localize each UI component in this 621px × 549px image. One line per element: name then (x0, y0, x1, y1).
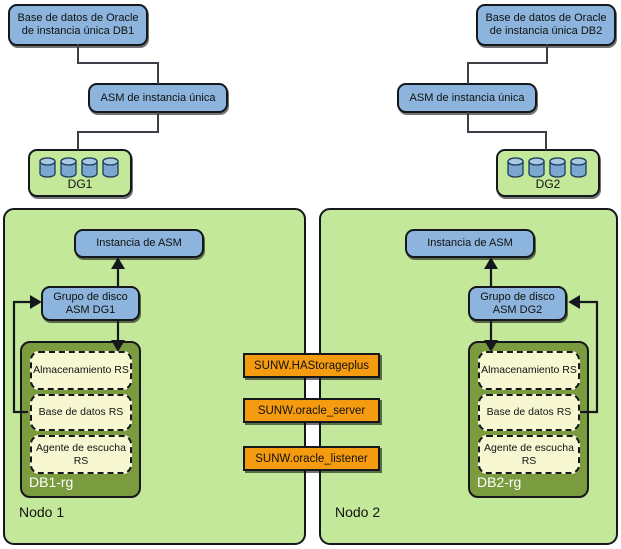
asm-disk-group-dg1-node1-box[interactable]: Grupo de disco ASM DG1 (41, 286, 140, 321)
disk-group-dg1-box[interactable]: DG1 (28, 149, 132, 197)
disk-icon (81, 157, 98, 178)
listener-resource-node2-label: Agente de escucha RS (484, 442, 574, 467)
disk-icon (507, 157, 524, 178)
resource-group-db2-rg-label: DB2-rg (477, 474, 522, 490)
disk-icon (60, 157, 77, 178)
single-instance-asm-db2-label: ASM de instancia única (409, 91, 525, 104)
single-instance-oracle-database-db2-box[interactable]: Base de datos de Oracle de instancia úni… (476, 4, 616, 46)
connector-db1-to-asm-vertical-b (157, 62, 159, 84)
resource-type-oracle-listener-label: SUNW.oracle_listener (255, 452, 368, 465)
disk-icon (570, 157, 587, 178)
database-resource-node2-label: Base de datos RS (486, 406, 572, 419)
node-2-label: Nodo 2 (335, 504, 381, 520)
node-1-label: Nodo 1 (19, 504, 65, 520)
disk-icon (39, 157, 56, 178)
asm-disk-group-dg2-node2-box[interactable]: Grupo de disco ASM DG2 (468, 286, 567, 321)
disk-group-dg2-label: DG2 (535, 177, 561, 191)
asm-instance-node2-box[interactable]: Instancia de ASM (405, 229, 535, 258)
connector-db2-to-asm-horizontal (467, 62, 548, 64)
disk-icon (549, 157, 566, 178)
database-resource-node2[interactable]: Base de datos RS (478, 394, 580, 431)
connector-asm1-to-dg1-vertical-a (157, 112, 159, 132)
resource-type-oracle-server[interactable]: SUNW.oracle_server (243, 398, 380, 423)
single-instance-asm-db1-box[interactable]: ASM de instancia única (88, 83, 228, 113)
resource-type-oracle-server-label: SUNW.oracle_server (257, 404, 366, 417)
connector-db2-to-asm-vertical-b (467, 62, 469, 84)
disk-icon (102, 157, 119, 178)
single-instance-asm-db1-label: ASM de instancia única (100, 91, 216, 104)
asm-instance-node2-label: Instancia de ASM (427, 237, 513, 250)
single-instance-asm-db2-box[interactable]: ASM de instancia única (397, 83, 537, 113)
connector-db2-to-asm-vertical-a (546, 44, 548, 63)
resource-type-hastorageplus-label: SUNW.HAStorageplus (253, 359, 370, 372)
database-resource-node1-label: Base de datos RS (38, 406, 124, 419)
listener-resource-node1[interactable]: Agente de escucha RS (30, 435, 132, 474)
single-instance-oracle-database-db2-label: Base de datos de Oracle de instancia úni… (485, 12, 607, 37)
connector-asm2-to-dg2-vertical-a (467, 112, 469, 132)
asm-disk-group-dg1-node1-label: Grupo de disco ASM DG1 (53, 290, 128, 316)
single-instance-oracle-database-db1-box[interactable]: Base de datos de Oracle de instancia úni… (8, 4, 148, 46)
connector-db1-to-asm-vertical-a (77, 44, 79, 63)
storage-resource-node2[interactable]: Almacenamiento RS (478, 351, 580, 390)
asm-disk-group-dg2-node2-label: Grupo de disco ASM DG2 (480, 290, 555, 316)
storage-resource-node1[interactable]: Almacenamiento RS (30, 351, 132, 390)
disk-icon (528, 157, 545, 178)
connector-asm1-to-dg1-horizontal (77, 131, 159, 133)
asm-instance-node1-label: Instancia de ASM (96, 237, 182, 250)
disk-group-dg1-label: DG1 (67, 177, 93, 191)
storage-resource-node2-label: Almacenamiento RS (481, 364, 577, 377)
resource-group-db1-rg-label: DB1-rg (29, 474, 74, 490)
resource-type-hastorageplus[interactable]: SUNW.HAStorageplus (243, 353, 380, 378)
connector-db1-to-asm-horizontal (77, 62, 158, 64)
connector-asm1-to-dg1-vertical-b (77, 131, 79, 150)
storage-resource-node1-label: Almacenamiento RS (33, 364, 129, 377)
resource-type-oracle-listener[interactable]: SUNW.oracle_listener (243, 446, 380, 471)
asm-instance-node1-box[interactable]: Instancia de ASM (74, 229, 204, 258)
connector-asm2-to-dg2-vertical-b (545, 131, 547, 150)
database-resource-node1[interactable]: Base de datos RS (30, 394, 132, 431)
disk-group-dg2-box[interactable]: DG2 (496, 149, 600, 197)
connector-asm2-to-dg2-horizontal (467, 131, 547, 133)
listener-resource-node1-label: Agente de escucha RS (36, 442, 126, 467)
single-instance-oracle-database-db1-label: Base de datos de Oracle de instancia úni… (17, 12, 139, 37)
listener-resource-node2[interactable]: Agente de escucha RS (478, 435, 580, 474)
